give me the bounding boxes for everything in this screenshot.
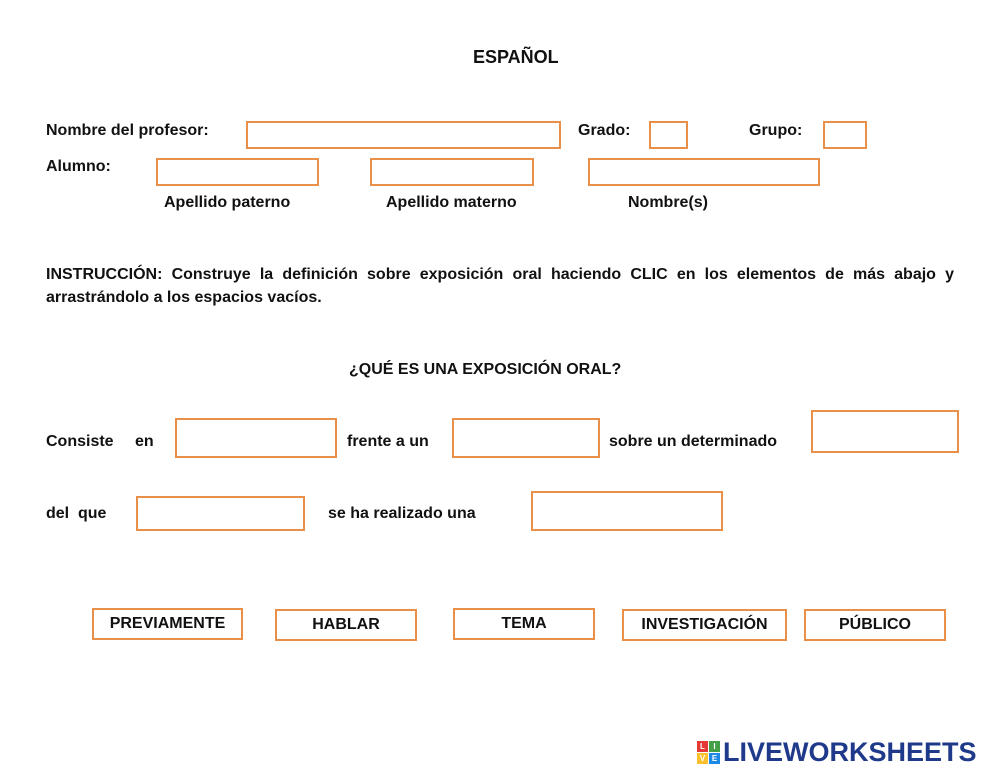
logo-letter-l: L [697,740,708,752]
sentence-sobre: sobre un determinado [609,433,778,450]
sentence-del-que: del que [46,505,107,522]
logo-letter-e: E [709,752,720,764]
sentence-consiste: Consiste [46,433,114,450]
option-tema[interactable]: TEMA [453,608,595,640]
group-label: Grupo: [749,122,803,139]
option-hablar[interactable]: HABLAR [275,609,417,641]
logo-letter-i: I [709,740,720,752]
teacher-label: Nombre del profesor: [46,122,209,139]
paternal-surname-caption: Apellido paterno [164,194,291,211]
grade-input[interactable] [649,121,688,149]
sentence-frente: frente a un [347,433,429,450]
teacher-name-input[interactable] [246,121,561,149]
student-first-name-input[interactable] [588,158,820,186]
instruction-text: INSTRUCCIÓN: Construye la definición sob… [46,266,954,306]
question-heading: ¿QUÉ ES UNA EXPOSICIÓN ORAL? [349,361,622,378]
grade-label: Grado: [578,122,631,139]
sentence-realizado: se ha realizado una [328,505,476,522]
drop-slot-5[interactable] [531,491,723,531]
group-input[interactable] [823,121,867,149]
student-label: Alumno: [46,158,111,175]
student-paternal-surname-input[interactable] [156,158,319,186]
liveworksheets-logo-icon: L I V E [697,740,720,764]
drop-slot-1[interactable] [175,418,337,458]
liveworksheets-wordmark: LIVEWORKSHEETS [723,737,977,767]
drop-slot-4[interactable] [136,496,305,531]
maternal-surname-caption: Apellido materno [386,194,517,211]
page-title: ESPAÑOL [473,47,559,67]
option-previamente[interactable]: PREVIAMENTE [92,608,243,640]
sentence-en: en [135,433,154,450]
drop-slot-3[interactable] [811,410,959,453]
student-maternal-surname-input[interactable] [370,158,534,186]
option-investigacion[interactable]: INVESTIGACIÓN [622,609,787,641]
drop-slot-2[interactable] [452,418,600,458]
logo-letter-v: V [697,752,708,764]
option-publico[interactable]: PÚBLICO [804,609,946,641]
first-name-caption: Nombre(s) [628,194,709,211]
liveworksheets-brand: L I V E LIVEWORKSHEETS [697,737,977,767]
